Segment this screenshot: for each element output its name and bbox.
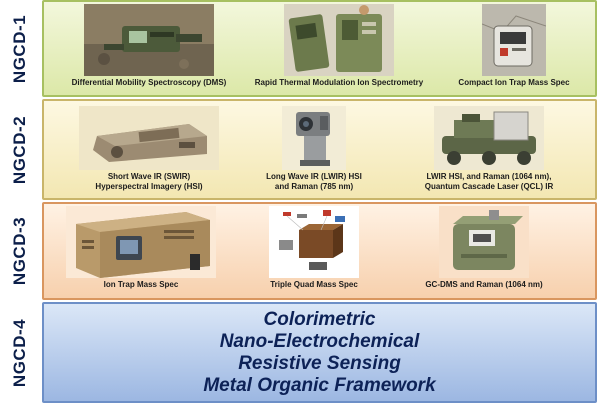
row-label-ngcd-2: NGCD-2 (10, 115, 30, 184)
row-label-ngcd-1: NGCD-1 (10, 14, 30, 83)
caption-swir-hsi-line1: Short Wave IR (SWIR) (107, 172, 191, 181)
caption-gc-dms-raman: GC-DMS and Raman (1064 nm) (425, 280, 543, 289)
caption-dms: Differential Mobility Spectroscopy (DMS) (71, 78, 227, 87)
lwir-raman-device-image (282, 106, 346, 170)
item-gc-dms-raman: GC-DMS and Raman (1064 nm) (394, 206, 574, 290)
row-ngcd-3: NGCD-3 Ion Trap Mass Spec (0, 202, 600, 300)
technology-list: Colorimetric Nano-Electrochemical Resist… (44, 304, 595, 401)
band-ngcd-2: Short Wave IR (SWIR) Hyperspectral Image… (42, 99, 597, 200)
row-label-ngcd-4: NGCD-4 (10, 318, 30, 387)
swir-hsi-device-image (79, 106, 219, 170)
caption-ion-spectrometry: Rapid Thermal Modulation Ion Spectrometr… (254, 78, 424, 87)
item-dms: Differential Mobility Spectroscopy (DMS) (64, 4, 234, 88)
technology-metal-organic-framework: Metal Organic Framework (203, 374, 436, 396)
item-lwir-raman: Long Wave IR (LWIR) HSI and Raman (785 n… (244, 106, 384, 192)
gc-dms-device-image (439, 206, 529, 278)
technology-colorimetric: Colorimetric (263, 308, 376, 330)
caption-swir-hsi-line2: Hyperspectral Imagery (HSI) (95, 182, 203, 191)
item-lwir-qcl: LWIR HSI, and Raman (1064 nm), Quantum C… (404, 106, 574, 192)
caption-lwir-raman-line1: Long Wave IR (LWIR) HSI (266, 172, 362, 181)
handheld-dms-detector-image (84, 4, 214, 76)
caption-compact-mass-spec: Compact Ion Trap Mass Spec (458, 78, 570, 87)
item-ion-spectrometry: Rapid Thermal Modulation Ion Spectrometr… (239, 4, 439, 88)
caption-lwir-qcl-line2: Quantum Cascade Laser (QCL) IR (424, 182, 554, 191)
row-ngcd-2: NGCD-2 Short Wave IR (SWIR) Hyperspectra… (0, 99, 600, 200)
item-ion-trap: Ion Trap Mass Spec (56, 206, 226, 290)
caption-lwir-qcl-line1: LWIR HSI, and Raman (1064 nm), (426, 172, 552, 181)
ion-spectrometry-devices-image (284, 4, 394, 76)
ion-trap-box-image (66, 206, 216, 278)
item-triple-quad: Triple Quad Mass Spec (239, 206, 389, 290)
triple-quad-exploded-image (269, 206, 359, 278)
lwir-qcl-rover-image (434, 106, 544, 170)
caption-triple-quad: Triple Quad Mass Spec (270, 280, 358, 289)
item-compact-mass-spec: Compact Ion Trap Mass Spec (439, 4, 589, 88)
item-swir-hsi: Short Wave IR (SWIR) Hyperspectral Image… (69, 106, 229, 192)
band-ngcd-1: Differential Mobility Spectroscopy (DMS)… (42, 0, 597, 97)
row-ngcd-4: NGCD-4 Colorimetric Nano-Electrochemical… (0, 302, 600, 403)
band-ngcd-4: Colorimetric Nano-Electrochemical Resist… (42, 302, 597, 403)
row-ngcd-1: NGCD-1 Differential Mobility Spectroscop… (0, 0, 600, 97)
caption-ion-trap: Ion Trap Mass Spec (103, 280, 179, 289)
caption-lwir-raman-line2: and Raman (785 nm) (274, 182, 354, 191)
band-ngcd-3: Ion Trap Mass Spec Triple Qu (42, 202, 597, 300)
compact-mass-spec-image (482, 4, 546, 76)
row-label-ngcd-3: NGCD-3 (10, 216, 30, 286)
technology-resistive-sensing: Resistive Sensing (238, 352, 401, 374)
technology-nano-electrochemical: Nano-Electrochemical (219, 330, 420, 352)
